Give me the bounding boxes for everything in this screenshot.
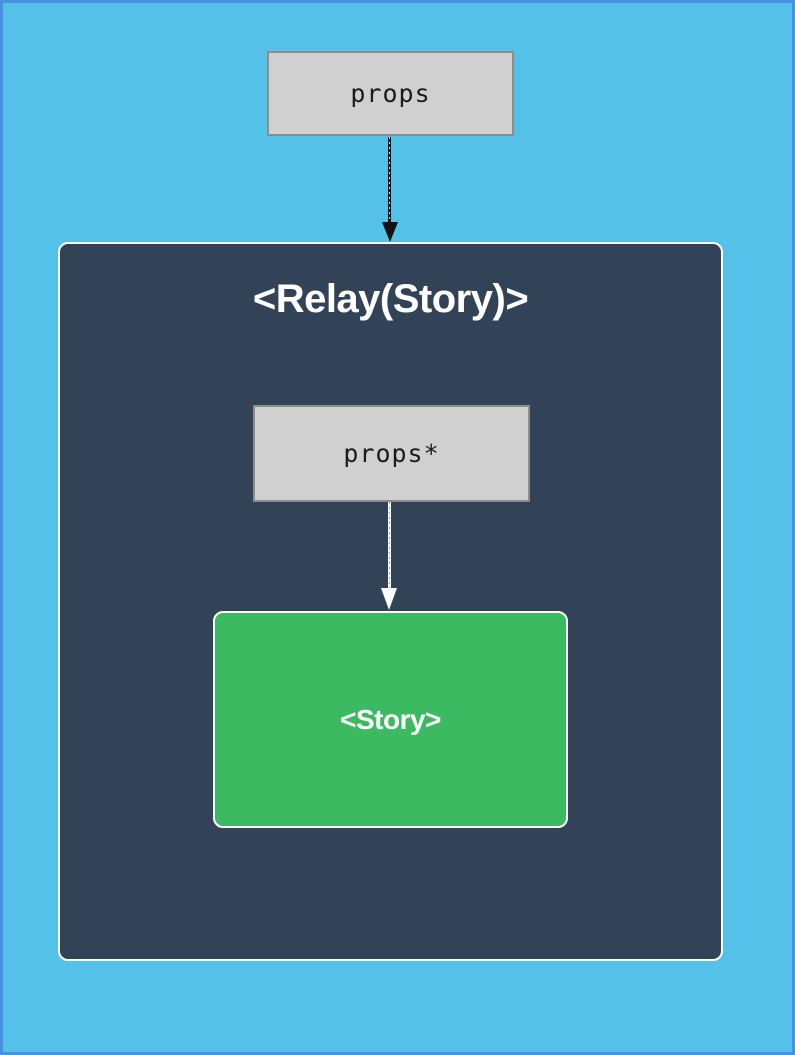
props-box: props (267, 51, 514, 136)
story-box-label: <Story> (340, 703, 441, 735)
props-to-relay-arrow (388, 137, 391, 222)
relay-story-container: <Relay(Story)> props* <Story> (58, 242, 723, 961)
arrow-dash-core (389, 502, 390, 588)
props-star-box-label: props* (343, 439, 440, 468)
props-box-label: props (350, 79, 431, 108)
arrow-dash-core (389, 137, 390, 222)
story-box: <Story> (213, 611, 568, 828)
props-to-story-arrow (388, 502, 391, 588)
relay-story-title: <Relay(Story)> (252, 277, 529, 321)
props-to-story-arrowhead-icon (381, 588, 397, 610)
props-star-box: props* (253, 405, 530, 502)
props-to-relay-arrowhead-icon (382, 222, 398, 242)
